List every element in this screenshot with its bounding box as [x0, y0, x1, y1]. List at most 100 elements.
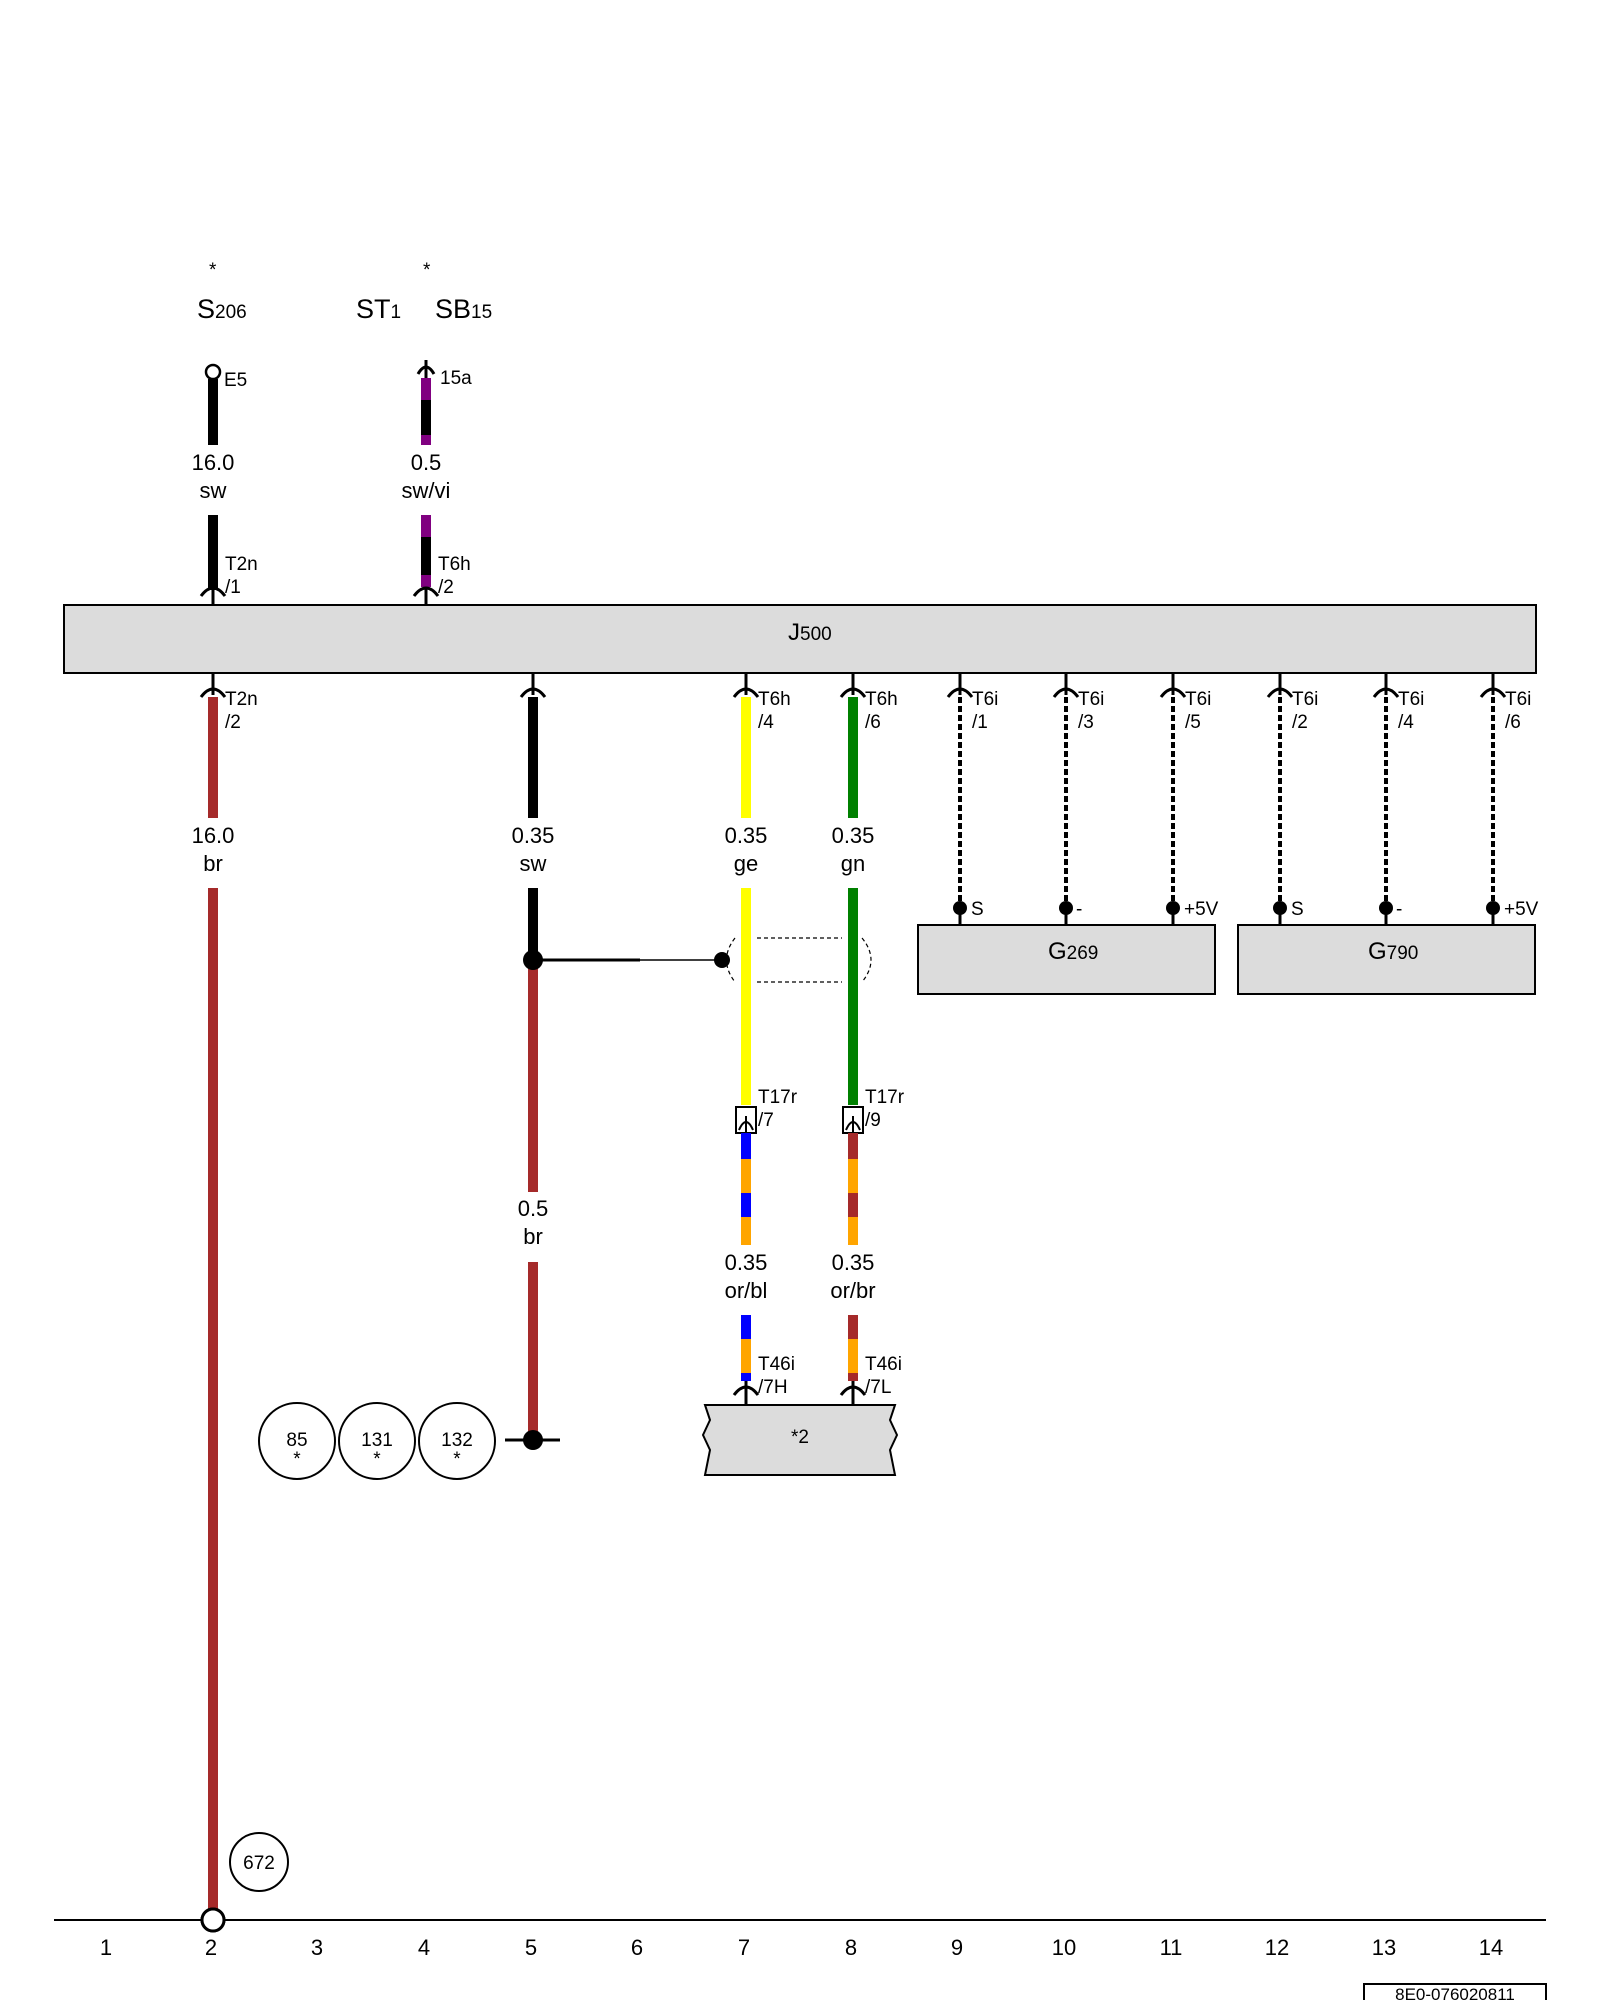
pin-t46i-7l-b: /7L	[865, 1377, 891, 1398]
shield-outline	[725, 937, 872, 983]
svg-text:85: 85	[286, 1430, 307, 1451]
grid-number: 8	[845, 1935, 857, 1960]
ground-point	[200, 1907, 226, 1933]
pin-t6i-4-b: /4	[1398, 712, 1414, 733]
ref-2-label: *2	[791, 1427, 809, 1448]
wire-color-4: sw	[520, 851, 547, 876]
grid-number: 9	[951, 1935, 963, 1960]
pin-t6h-4-a: T6h	[758, 689, 791, 710]
svg-text:132: 132	[441, 1430, 473, 1451]
wire-j500-col7	[732, 697, 760, 1405]
grid-number: 3	[311, 1935, 323, 1960]
wire-j500-col5	[505, 697, 730, 1450]
doc-id: 8E0-076020811	[1395, 1985, 1515, 2000]
pin-t6i-5-b: /5	[1185, 712, 1201, 733]
wire-color-2: sw/vi	[402, 478, 451, 503]
svg-text:*: *	[293, 1449, 301, 1470]
g269-box	[917, 924, 1216, 995]
grid-number: 6	[631, 1935, 643, 1960]
pin-t2n-2-a: T2n	[225, 689, 258, 710]
grid-number: 14	[1479, 1935, 1503, 1960]
pin-t6h-6-b: /6	[865, 712, 881, 733]
wire-size-4: 0.35	[512, 823, 555, 848]
pin-t17r-9-b: /9	[865, 1110, 881, 1131]
ref-672: 672	[229, 1832, 289, 1892]
connector-t2n-1	[199, 586, 227, 605]
bottom-connectors	[199, 673, 1507, 698]
pin-t17r-7-b: /7	[758, 1110, 774, 1131]
grid-number: 5	[525, 1935, 537, 1960]
svg-text:131: 131	[361, 1430, 393, 1451]
pin-t46i-7h-b: /7H	[758, 1377, 788, 1398]
ground-ref-132: 132 *	[418, 1402, 496, 1480]
pin-t6h-6-a: T6h	[865, 689, 898, 710]
ground-ref-131: 131 *	[338, 1402, 416, 1480]
pin-t6h-4-b: /4	[758, 712, 774, 733]
grid-number: 13	[1372, 1935, 1396, 1960]
svg-text:672: 672	[243, 1853, 275, 1874]
wire-color-1: sw	[200, 478, 227, 503]
pin-t17r-9-a: T17r	[865, 1087, 905, 1108]
wire-color-6: gn	[841, 851, 865, 876]
wire-size-9: 0.35	[832, 1250, 875, 1275]
wire-s206-to-j500	[204, 363, 222, 590]
connector-t6h-2	[412, 586, 440, 605]
wire-size-2: 0.5	[411, 450, 442, 475]
sb15-label: SB15	[435, 294, 492, 324]
pin-t6i-1-a: T6i	[972, 689, 998, 710]
wire-size-8: 0.35	[725, 1250, 768, 1275]
g269-label: G269	[1048, 938, 1098, 965]
pin-t6i-1-b: /1	[972, 712, 988, 733]
g269-pin-s: S	[971, 899, 984, 920]
pin-t2n-1-b: /1	[225, 577, 241, 598]
wire-j500-ground-col2	[200, 697, 226, 1933]
g790-pin-s: S	[1291, 899, 1304, 920]
g790-pin-5v: +5V	[1504, 899, 1539, 920]
wire-color-3: br	[203, 851, 223, 876]
pin-t6h-2-b: /2	[438, 577, 454, 598]
pin-t6i-5-a: T6i	[1185, 689, 1211, 710]
grid-number: 10	[1052, 1935, 1076, 1960]
wire-size-1: 16.0	[192, 450, 235, 475]
s206-star: *	[209, 260, 217, 281]
grid-number: 11	[1160, 1935, 1183, 1960]
grid-numbers: 1 2 3 4 5 6 7 8 9 10 11 12 13 14	[100, 1935, 1503, 1960]
pin-t2n-1-a: T2n	[225, 554, 258, 575]
st1-label: ST1	[356, 294, 401, 324]
pin-t6i-4-a: T6i	[1398, 689, 1424, 710]
wire-color-9: or/br	[830, 1278, 875, 1303]
pin-t17r-7-a: T17r	[758, 1087, 798, 1108]
grid-number: 7	[738, 1935, 750, 1960]
pin-t6i-6-b: /6	[1505, 712, 1521, 733]
g269-pin-5v: +5V	[1184, 899, 1219, 920]
pin-t46i-7l-a: T46i	[865, 1354, 902, 1375]
j500-box	[63, 604, 1537, 674]
twisted-wires	[953, 697, 1500, 925]
pin-15a: 15a	[440, 368, 472, 389]
j500-label: J500	[788, 619, 832, 646]
s206-label: S206	[197, 294, 247, 324]
g790-box	[1237, 924, 1536, 995]
pin-t6i-3-a: T6i	[1078, 689, 1104, 710]
wire-color-5: ge	[734, 851, 758, 876]
grid-number: 2	[205, 1935, 217, 1960]
pin-t6i-3-b: /3	[1078, 712, 1094, 733]
wire-color-8: or/bl	[725, 1278, 768, 1303]
pin-t2n-2-b: /2	[225, 712, 241, 733]
sb15-star: *	[423, 260, 431, 281]
wire-sb15-to-j500	[416, 360, 436, 587]
svg-text:*: *	[373, 1449, 381, 1470]
wire-color-7: br	[523, 1224, 543, 1249]
wire-j500-col8	[839, 697, 867, 1405]
g790-label: G790	[1368, 938, 1418, 965]
grid-number: 1	[100, 1935, 112, 1960]
g790-pin-minus: -	[1396, 899, 1402, 920]
g269-pin-minus: -	[1076, 899, 1082, 920]
wire-size-5: 0.35	[725, 823, 768, 848]
pin-e5: E5	[224, 370, 247, 391]
wire-size-3: 16.0	[192, 823, 235, 848]
pin-t6i-6-a: T6i	[1505, 689, 1531, 710]
pin-t6i-2-a: T6i	[1292, 689, 1318, 710]
svg-text:*: *	[453, 1449, 461, 1470]
